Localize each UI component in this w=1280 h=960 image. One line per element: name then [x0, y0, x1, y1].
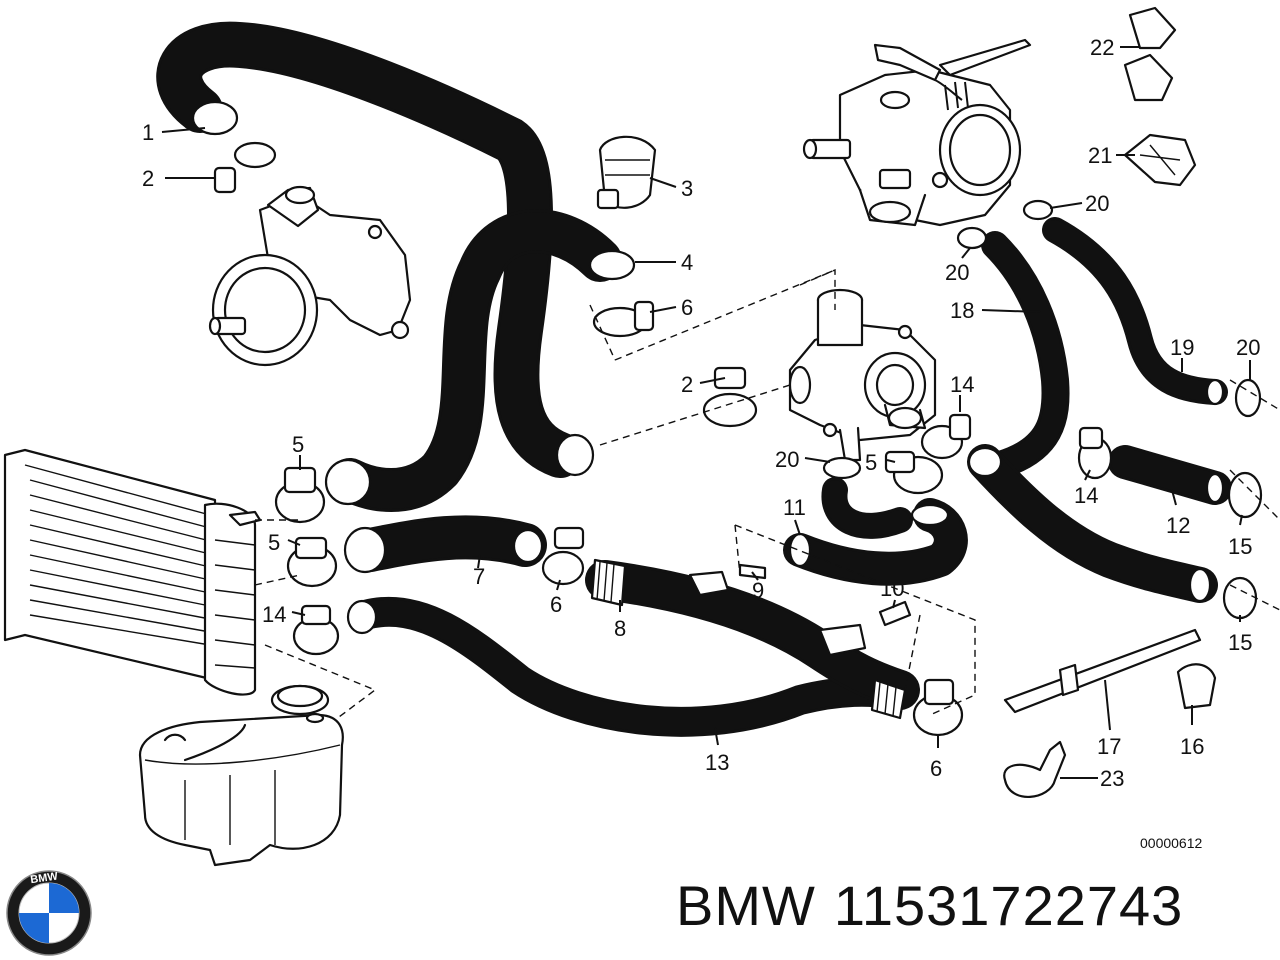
- callout-11: 11: [783, 495, 806, 520]
- callout-8: 8: [614, 616, 626, 641]
- callout-21: 21: [1088, 143, 1112, 168]
- bmw-logo: BMW: [6, 870, 92, 956]
- dashed-guides: [254, 268, 1280, 721]
- callout-20: 20: [945, 260, 969, 285]
- throttle-body: [802, 38, 1032, 227]
- callout-16: 16: [1180, 734, 1204, 759]
- callout-3: 3: [681, 176, 693, 201]
- callout-18: 18: [950, 298, 974, 323]
- callout-20: 20: [1085, 191, 1109, 216]
- callout-14: 14: [262, 602, 286, 627]
- callout-12: 12: [1166, 513, 1190, 538]
- hoses: [156, 21, 1232, 737]
- callout-6: 6: [681, 295, 693, 320]
- callout-6: 6: [930, 756, 942, 781]
- small-parts: [1003, 6, 1217, 798]
- callout-4: 4: [681, 250, 693, 275]
- logo-text: BMW: [30, 870, 60, 886]
- callout-14: 14: [950, 372, 974, 397]
- callout-15: 15: [1228, 534, 1252, 559]
- callout-labels: 1 2 3 4 6 2 5 5 14 7 6 8 9 10 11 20 5 14…: [142, 35, 1260, 851]
- callout-14: 14: [1074, 483, 1098, 508]
- expansion-tank: [138, 684, 344, 867]
- water-pump: [208, 185, 412, 367]
- callout-2: 2: [142, 166, 154, 191]
- callout-23: 23: [1100, 766, 1124, 791]
- callout-10: 10: [880, 576, 904, 601]
- callout-6: 6: [550, 592, 562, 617]
- thermostat-housing: [788, 288, 937, 462]
- callout-5: 5: [292, 432, 304, 457]
- callout-9: 9: [752, 578, 764, 603]
- part-number: 11531722743: [833, 874, 1184, 937]
- callout-19: 19: [1170, 335, 1194, 360]
- callout-15: 15: [1228, 630, 1252, 655]
- leader-lines: [161, 46, 1251, 779]
- brand-name: BMW: [676, 874, 816, 937]
- callout-1: 1: [142, 120, 154, 145]
- callout-20: 20: [775, 447, 799, 472]
- callout-13: 13: [705, 750, 729, 775]
- callout-17: 17: [1097, 734, 1121, 759]
- callout-7: 7: [473, 564, 485, 589]
- callout-5: 5: [268, 530, 280, 555]
- callout-22: 22: [1090, 35, 1114, 60]
- radiator: [3, 448, 262, 696]
- hose-ends: [191, 100, 1225, 635]
- callout-20: 20: [1236, 335, 1260, 360]
- callout-2: 2: [681, 372, 693, 397]
- reference-number: 00000612: [1140, 835, 1203, 851]
- callout-5: 5: [865, 450, 877, 475]
